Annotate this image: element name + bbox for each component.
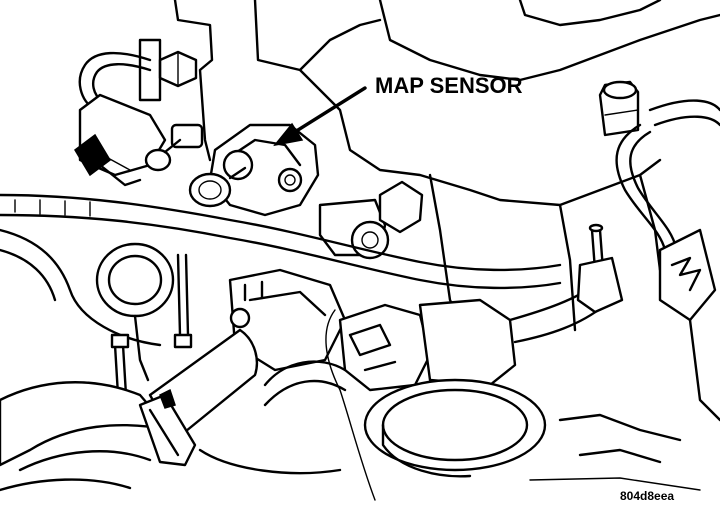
throttle-body — [228, 268, 347, 372]
callout-arrow — [273, 86, 367, 147]
right-hose — [615, 99, 720, 252]
electrical-connector — [325, 280, 607, 501]
hex-nut — [138, 38, 198, 102]
bottom-right-tubes — [529, 413, 701, 491]
map-sensor-label: MAP SENSOR — [375, 73, 523, 98]
bottom-elbow — [198, 360, 347, 475]
small-fitting — [144, 123, 204, 172]
figure-code: 804d8eea — [620, 489, 674, 503]
small-vertical-tube — [576, 223, 624, 314]
wiring-harness — [0, 193, 562, 347]
round-cap — [95, 242, 175, 382]
right-clip — [658, 228, 720, 422]
round-sensor-housing — [363, 378, 547, 478]
map-sensor — [188, 123, 320, 217]
hose-clamp — [138, 388, 197, 467]
vacuum-line-left — [78, 51, 152, 112]
top-right-cap — [598, 80, 640, 137]
manifold-fitting — [318, 180, 424, 260]
left-connector — [74, 93, 167, 187]
large-hose — [0, 328, 259, 492]
